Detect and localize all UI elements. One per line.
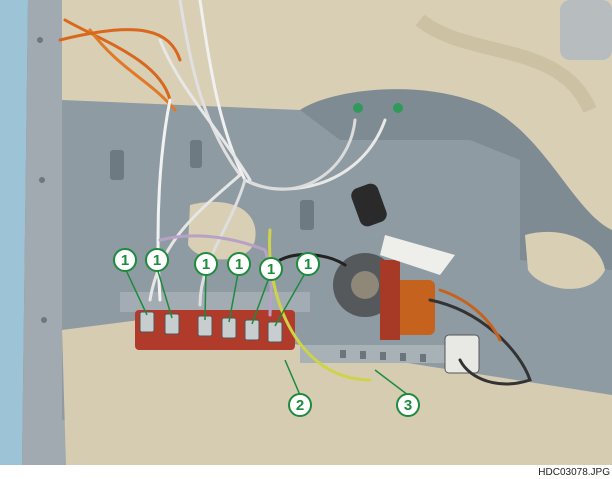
callout-1: 1 (296, 252, 320, 276)
insulation-bottom (62, 320, 612, 465)
callout-1: 1 (113, 248, 137, 272)
callout-2: 2 (288, 393, 312, 417)
motor-coil (395, 280, 435, 335)
duct-pipe (560, 0, 612, 60)
callout-1: 1 (259, 257, 283, 281)
oven-wiring-photo (0, 0, 612, 465)
callout-1: 1 (145, 248, 169, 272)
image-filename: HDC03078.JPG (538, 467, 610, 478)
thermostat (444, 334, 480, 374)
insulation-top (62, 0, 612, 230)
frame-rail (22, 0, 66, 465)
callout-1: 1 (194, 252, 218, 276)
callout-3: 3 (396, 393, 420, 417)
outer-wall (0, 0, 28, 465)
callout-1: 1 (227, 252, 251, 276)
